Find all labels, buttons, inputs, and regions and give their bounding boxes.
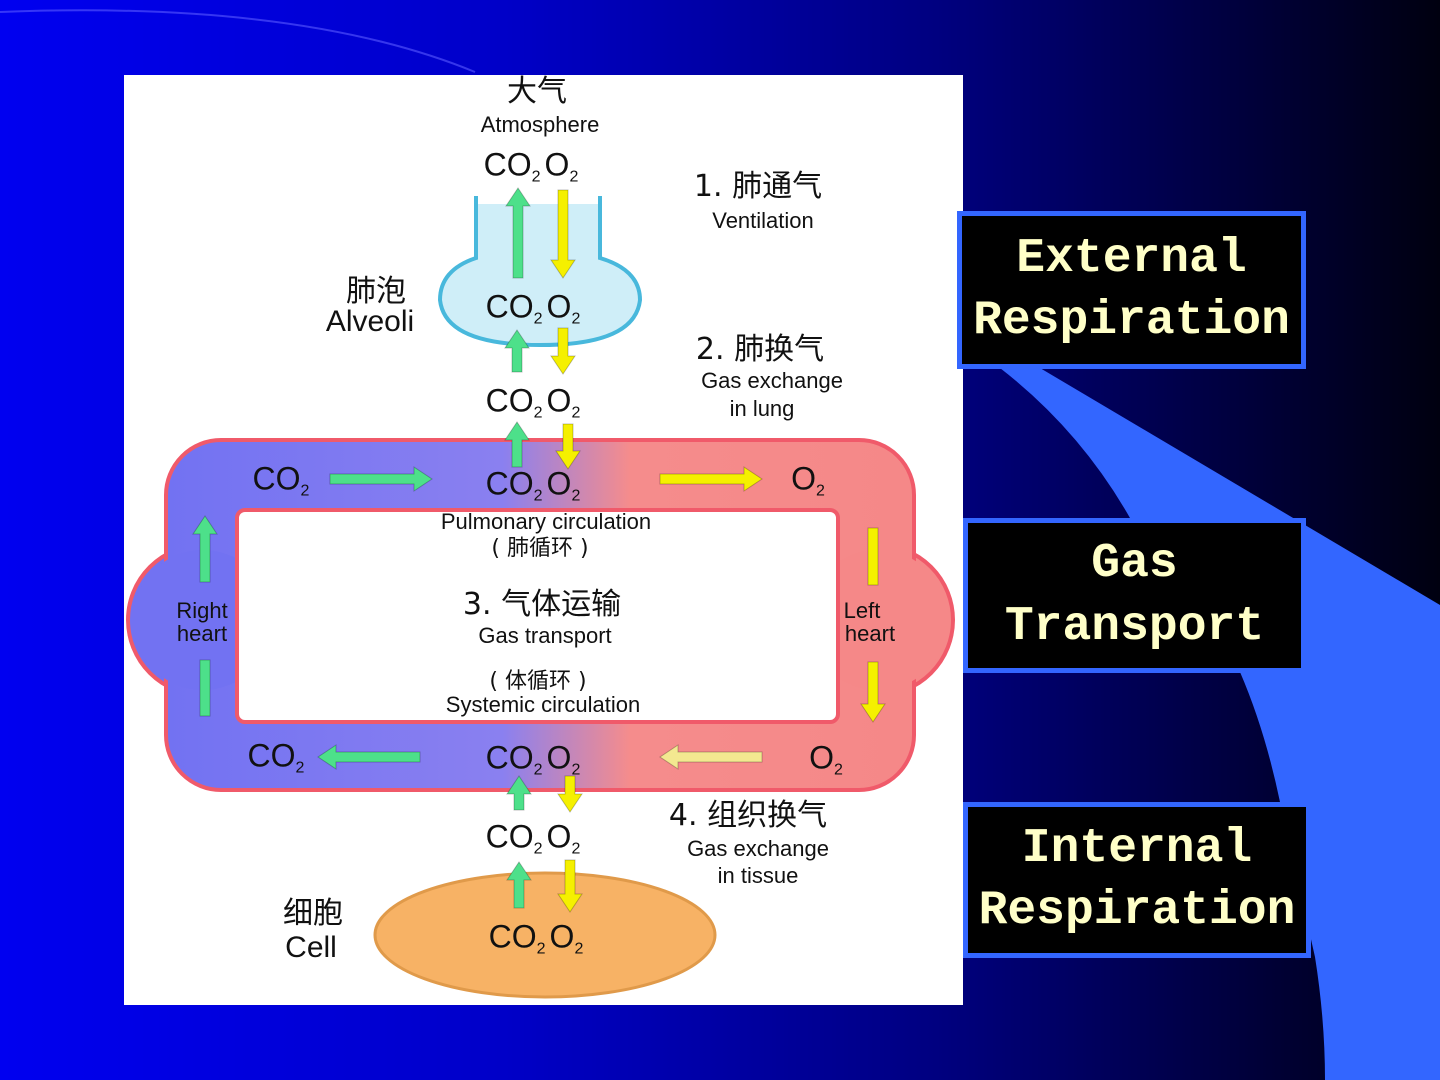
- o2-arrow-left-heart-in-icon: [867, 527, 879, 586]
- co2-arrow-ventilation-icon: [505, 187, 531, 279]
- co2-arrow-cell-icon: [506, 861, 532, 909]
- gas-o2-pulmonary-vein: O2: [791, 460, 825, 500]
- left-heart-label-2: heart: [844, 621, 896, 646]
- co2-arrow-tissue-blood-icon: [506, 775, 532, 811]
- co2-arrow-systemic-icon: [317, 744, 421, 770]
- step4-cn: 4. 组织换气: [668, 798, 828, 833]
- co2-arrow-pulmonary-icon: [329, 466, 433, 492]
- co2-arrow-right-heart-in-icon: [199, 659, 211, 717]
- o2-arrow-lung-icon: [550, 327, 576, 375]
- step2-en-2: in lung: [729, 396, 795, 421]
- right-heart-label-2: heart: [176, 621, 228, 646]
- transport-label-1: Gas: [1091, 537, 1178, 592]
- alveoli-en: Alveoli: [325, 305, 415, 338]
- atmosphere-cn: 大气: [507, 74, 567, 109]
- co2-arrow-lung-blood-icon: [504, 421, 530, 468]
- step1-en: Ventilation: [712, 208, 814, 233]
- loop-interior: [235, 508, 840, 724]
- o2-arrow-lung-blood-icon: [555, 423, 581, 470]
- alveoli-shape: [437, 196, 643, 348]
- systemic-en: Systemic circulation: [445, 692, 641, 717]
- gas-co2-systemic-vein: CO2: [247, 737, 305, 777]
- internal-label-2: Respiration: [978, 884, 1296, 938]
- step4-en-2: in tissue: [717, 863, 799, 888]
- co2-arrow-right-heart-out-icon: [192, 515, 218, 583]
- gas-co2-pulmonary-artery: CO2: [252, 460, 310, 500]
- cell-shape: [373, 871, 717, 999]
- step3-en: Gas transport: [478, 623, 612, 648]
- transport-label-2: Transport: [1004, 599, 1265, 654]
- systemic-cn: ( 体循环 ): [489, 669, 587, 694]
- external-respiration-box: External Respiration: [957, 211, 1306, 369]
- step3-cn: 3. 气体运输: [462, 587, 622, 622]
- internal-respiration-box: Internal Respiration: [963, 802, 1311, 958]
- step2-cn: 2. 肺换气: [695, 332, 825, 367]
- swoosh-shape: [1000, 368, 1440, 1080]
- external-label-2: Respiration: [973, 294, 1290, 348]
- internal-label-1: Internal: [1021, 821, 1253, 876]
- external-label-1: External: [1016, 231, 1247, 286]
- o2-arrow-systemic-icon: [659, 744, 763, 770]
- gas-o2-systemic-artery: O2: [809, 739, 843, 779]
- atmosphere-en: Atmosphere: [480, 112, 600, 137]
- o2-arrow-ventilation-icon: [550, 189, 576, 279]
- step1-cn: 1. 肺通气: [693, 169, 823, 204]
- cell-en: Cell: [285, 931, 337, 964]
- gas-transport-box: Gas Transport: [963, 518, 1306, 673]
- o2-arrow-pulmonary-icon: [659, 466, 763, 492]
- left-heart-label-1: Left: [843, 598, 881, 623]
- step4-en-1: Gas exchange: [687, 836, 829, 861]
- co2-arrow-lung-icon: [504, 329, 530, 373]
- airway-opening: [478, 196, 598, 204]
- right-heart-label-1: Right: [176, 598, 228, 623]
- step2-en-1: Gas exchange: [701, 368, 843, 393]
- o2-arrow-left-heart-out-icon: [860, 661, 886, 723]
- cell-cn: 细胞: [283, 896, 343, 931]
- pulmonary-en: Pulmonary circulation: [440, 509, 652, 534]
- decorative-arc: [0, 9, 476, 73]
- o2-arrow-cell-icon: [557, 859, 583, 913]
- o2-arrow-tissue-blood-icon: [557, 775, 583, 813]
- left-heart-fill: [808, 550, 948, 690]
- pulmonary-cn: ( 肺循环 ): [491, 536, 589, 561]
- alveoli-cn: 肺泡: [346, 274, 406, 309]
